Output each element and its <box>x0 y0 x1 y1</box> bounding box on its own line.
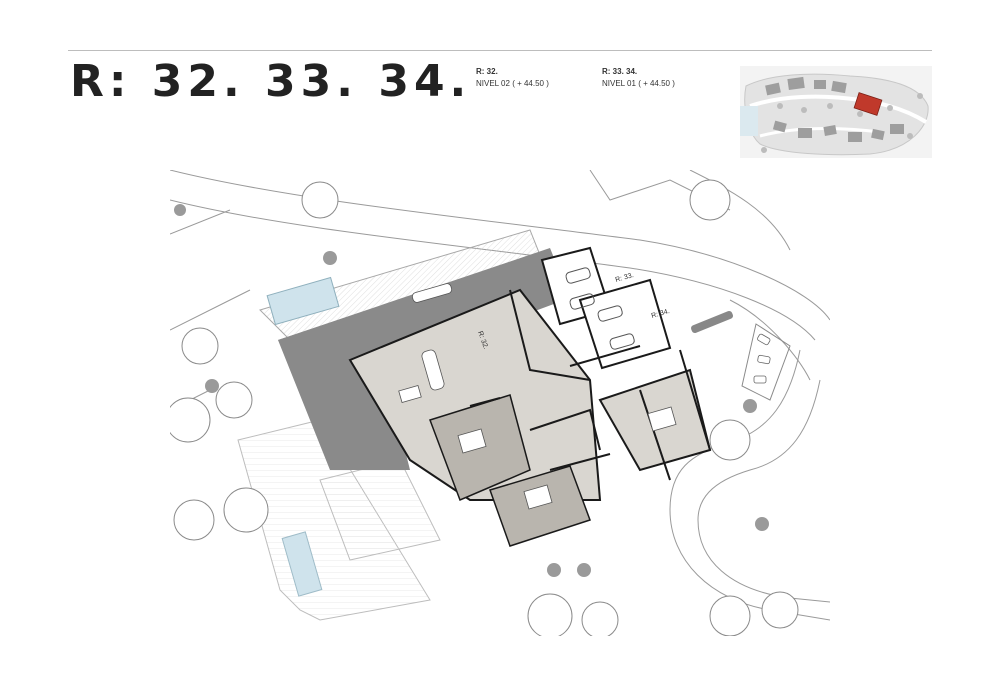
car-icon <box>753 333 771 384</box>
unit-label-34: R: 34. <box>651 308 671 320</box>
page-title: R: 32. 33. 34. <box>70 56 472 107</box>
pool <box>266 276 340 326</box>
tree-icon <box>170 179 799 636</box>
interior-walls <box>469 289 711 481</box>
unit-32-interior <box>348 288 602 501</box>
unit-info-level: NIVEL 02 <box>476 79 510 88</box>
garage <box>578 278 672 370</box>
site-key-map <box>740 66 932 158</box>
unit-info-ref: R: 33. 34. <box>602 67 638 76</box>
unit-label-33: R: 33. <box>615 272 635 284</box>
palm-icon <box>174 204 769 577</box>
parked-car-row <box>691 310 733 334</box>
car-icon <box>565 267 635 350</box>
parking-bay <box>741 323 791 401</box>
unit-info-level: NIVEL 01 <box>602 79 636 88</box>
header-rule <box>68 50 932 51</box>
furniture <box>398 283 677 510</box>
floor-plan: R: 32. R: 33. R: 34. <box>170 170 830 636</box>
unit-info-elevation: ( + 44.50 ) <box>638 79 675 88</box>
unit-info-33-34: R: 33. 34. NIVEL 01 ( + 44.50 ) <box>602 66 675 90</box>
unit-info-elevation: ( + 44.50 ) <box>512 79 549 88</box>
unit-info-ref: R: 32. <box>476 67 498 76</box>
highlighted-plot <box>853 92 883 116</box>
unit-info-32: R: 32. NIVEL 02 ( + 44.50 ) <box>476 66 549 90</box>
